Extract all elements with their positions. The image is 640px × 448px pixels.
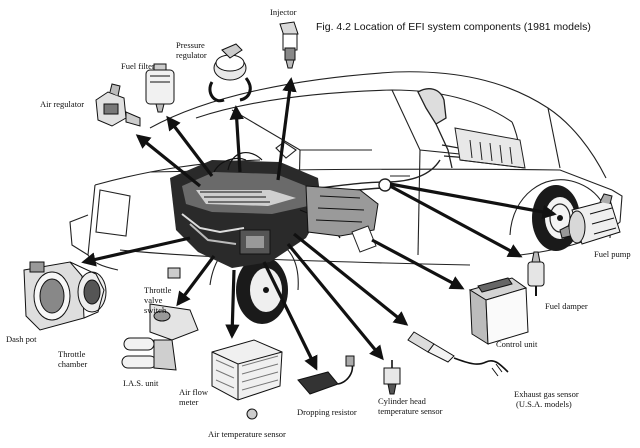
air-regulator-illustration: [95, 83, 141, 127]
label-throttle-valve-switch-line3: switch: [144, 305, 167, 315]
arrow-group: [81, 77, 557, 371]
arrow-dropping-resistor: [262, 261, 318, 371]
arrow-injector: [276, 77, 297, 181]
arrow-throttle-chamber: [81, 236, 191, 267]
arrow-pressure-regulator: [229, 105, 244, 173]
ias-unit-illustration: [121, 303, 199, 371]
throttle-valve-switch-illustration: [167, 267, 181, 279]
label-exhaust-gas-sensor-line2: (U.S.A. models): [516, 399, 572, 409]
arrow-fuel-filter: [166, 115, 214, 177]
label-dropping-resistor: Dropping resistor: [297, 407, 357, 417]
throttle-chamber-illustration: [23, 261, 107, 331]
label-dash-pot: Dash pot: [6, 334, 37, 344]
label-control-unit: Control unit: [496, 339, 538, 349]
label-throttle-chamber-line2: chamber: [58, 359, 88, 369]
fuel-tank: [454, 127, 526, 169]
injector-illustration: [279, 21, 299, 69]
label-cylinder-head-sensor-line2: temperature sensor: [378, 406, 443, 416]
label-throttle-valve-switch-line1: Throttle: [144, 285, 172, 295]
exhaust-gas-sensor-illustration: [407, 331, 509, 377]
control-unit-in-car: [351, 225, 377, 253]
label-air-flow-meter-line1: Air flow: [179, 387, 209, 397]
transmission: [305, 185, 379, 237]
fuel-pump-illustration: [559, 193, 621, 245]
label-ias-unit: I.A.S. unit: [123, 378, 159, 388]
arrow-fuel-pump: [389, 182, 557, 220]
label-air-flow-meter-line2: meter: [179, 397, 199, 407]
label-throttle-chamber-line1: Throttle: [58, 349, 86, 359]
label-air-temperature-sensor: Air temperature sensor: [208, 429, 286, 439]
arrow-ias-unit: [176, 255, 216, 307]
label-fuel-pump: Fuel pump: [594, 249, 631, 259]
figure-title: Fig. 4.2 Location of EFI system componen…: [316, 21, 591, 33]
front-wheel: [236, 256, 288, 324]
label-throttle-valve-switch-line2: valve: [144, 295, 163, 305]
arrow-air-flow-meter: [225, 269, 240, 339]
arrow-fuel-damper: [389, 184, 523, 258]
cylinder-head-sensor-illustration: [383, 360, 401, 395]
label-air-regulator: Air regulator: [40, 99, 85, 109]
arrow-control-unit: [371, 238, 465, 290]
label-fuel-filter: Fuel filter: [121, 61, 155, 71]
fuel-damper-illustration: [527, 251, 545, 296]
label-cylinder-head-sensor-line1: Cylinder head: [378, 396, 426, 406]
dropping-resistor-illustration: [297, 355, 355, 395]
label-pressure-regulator-line1: Pressure: [176, 40, 205, 50]
air-flow-meter-illustration: [211, 339, 283, 420]
arrow-air-regulator: [135, 134, 202, 188]
fuel-filter-illustration: [145, 63, 175, 113]
label-fuel-damper: Fuel damper: [545, 301, 588, 311]
arrow-cylinder-head-sensor: [286, 242, 384, 361]
label-exhaust-gas-sensor-line1: Exhaust gas sensor: [514, 389, 579, 399]
pressure-regulator-illustration: [208, 43, 252, 103]
engine-block: [170, 152, 341, 268]
label-pressure-regulator-line2: regulator: [176, 50, 207, 60]
control-unit-illustration: [468, 277, 529, 345]
label-injector: Injector: [270, 7, 297, 17]
arrow-exhaust-gas-sensor: [292, 232, 409, 326]
